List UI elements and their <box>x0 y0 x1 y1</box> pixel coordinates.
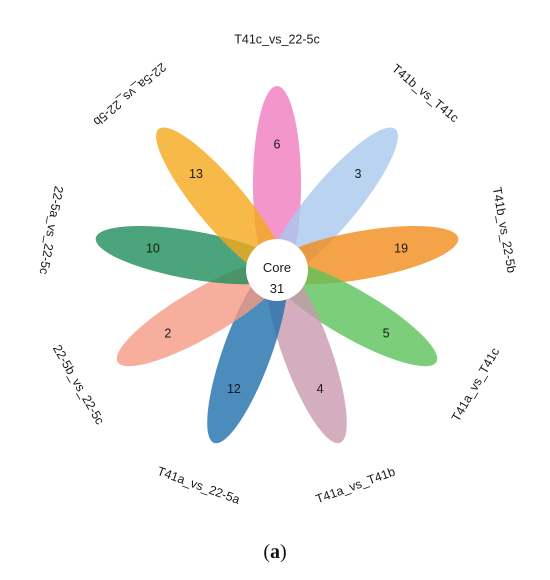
petal-label: T41b_vs_T41c <box>389 61 461 125</box>
petal-label: 22-5b_vs_22-5c <box>50 342 107 427</box>
petal-label: T41c_vs_22-5c <box>234 32 319 46</box>
caption-open: ( <box>263 541 270 563</box>
petal <box>265 259 438 367</box>
core-circle <box>246 239 308 301</box>
petals-layer <box>95 86 459 444</box>
core-value: 31 <box>270 281 284 296</box>
petal <box>116 259 289 367</box>
petal-count: 5 <box>383 327 390 341</box>
petal-label: T41a_vs_T41b <box>314 465 397 507</box>
petal-label: 22-5a_vs_22-5b <box>91 60 169 129</box>
petal <box>207 258 288 444</box>
caption-close: ) <box>280 541 287 563</box>
petal-count: 4 <box>317 382 324 396</box>
petal-count: 19 <box>394 242 408 256</box>
figure-caption: (a) <box>0 541 550 564</box>
petal <box>156 127 288 281</box>
petal-label: T41b_vs_22-5b <box>490 186 519 274</box>
petal-count: 3 <box>355 167 362 181</box>
petal-count: 6 <box>274 138 281 152</box>
petal-count: 10 <box>146 242 160 256</box>
petal-label: 22-5a_vs_22-5c <box>37 185 66 276</box>
caption-letter: a <box>270 541 280 563</box>
petal <box>266 127 398 281</box>
petal <box>266 258 347 444</box>
petal-label: T41a_vs_22-5a <box>155 464 241 507</box>
petal <box>95 225 289 285</box>
petal-count: 2 <box>164 327 171 341</box>
core-label: Core <box>263 260 291 275</box>
petal-label: T41a_vs_T41c <box>449 345 502 424</box>
petal-count: 13 <box>189 167 203 181</box>
petal-count: 12 <box>227 382 241 396</box>
